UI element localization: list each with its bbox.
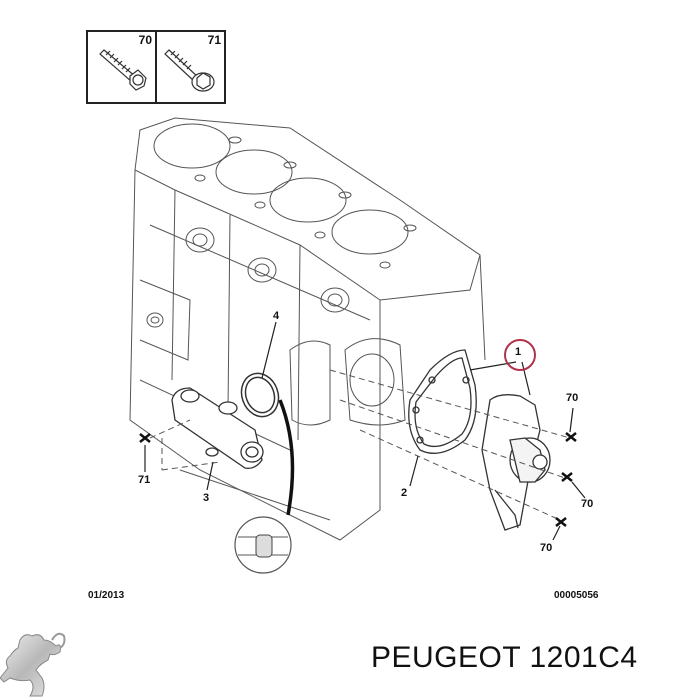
assembly-lines [149, 369, 571, 521]
water-pump [481, 394, 551, 531]
callout-1: 1 [515, 346, 522, 358]
o-ring-seal [240, 372, 280, 418]
callout-70-middle: 70 [581, 498, 594, 510]
legend-ref-71: 71 [207, 33, 221, 47]
exploded-diagram [129, 117, 586, 574]
o-ring-section-detail [234, 399, 295, 574]
bolt-markers [139, 432, 577, 527]
engine-block [129, 117, 486, 541]
bolt-icon [99, 49, 147, 91]
legend-cell-70: 70 [88, 32, 157, 102]
callout-70-top: 70 [566, 392, 579, 404]
date-code: 01/2013 [88, 590, 125, 601]
legend-ref-70: 70 [138, 33, 152, 47]
flange-bolt-icon [164, 49, 215, 92]
coolant-housing [171, 387, 264, 469]
callout-70-bottom: 70 [540, 542, 553, 554]
drawing-number: 00005056 [554, 590, 599, 601]
part-number-title: PEUGEOT 1201C4 [371, 641, 638, 674]
callout-71: 71 [138, 474, 151, 486]
callout-2: 2 [401, 487, 408, 499]
callout-3: 3 [203, 492, 210, 504]
callout-1-highlight [504, 339, 536, 371]
legend-cell-71: 71 [157, 32, 224, 102]
callout-4: 4 [273, 310, 280, 322]
pump-gasket [408, 349, 477, 454]
peugeot-lion-logo [0, 632, 66, 697]
fastener-legend: 70 71 [86, 30, 226, 104]
